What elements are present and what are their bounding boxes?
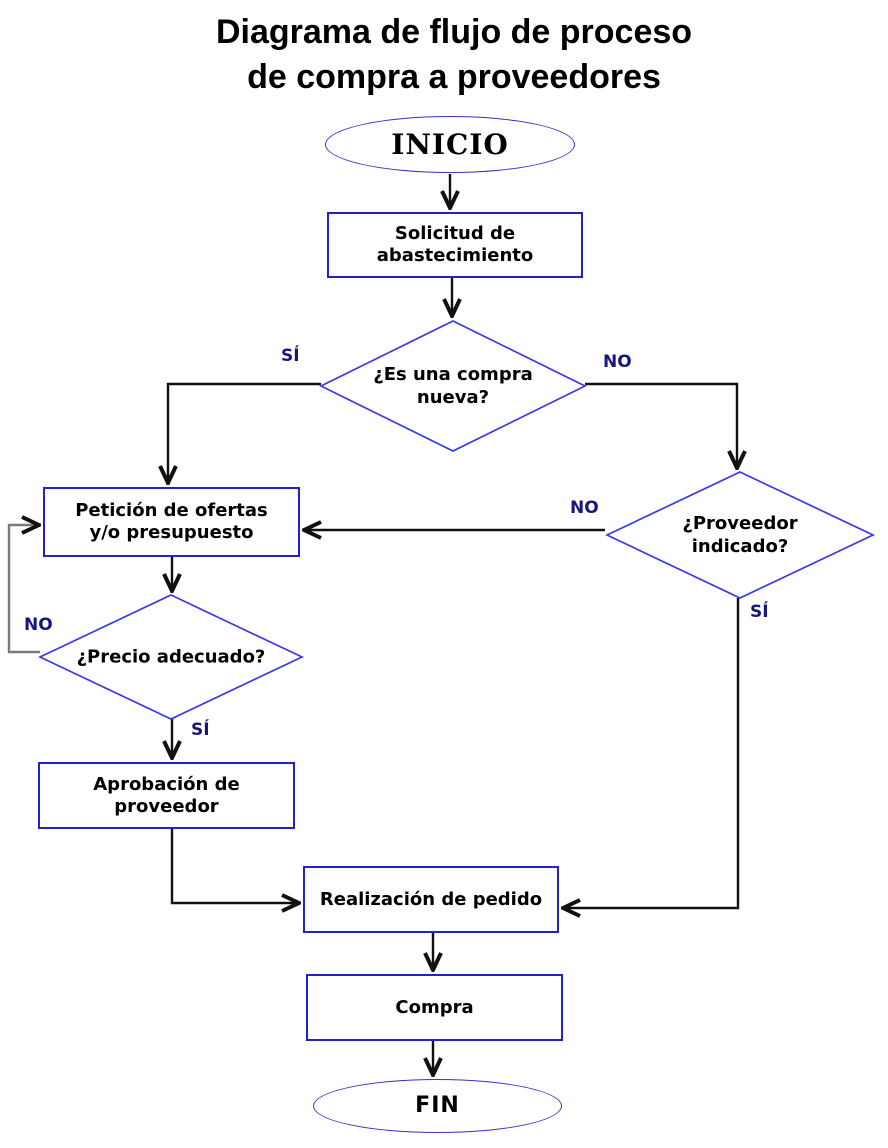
edge-proveedor-si-realizacion: [563, 598, 740, 908]
branch-label-proveedor-si: SÍ: [750, 602, 769, 622]
process-realizacion-label: Realización de pedido: [319, 888, 543, 910]
decision-proveedor-indicado-shape: [605, 471, 875, 599]
process-peticion: Petición de ofertas y/o presupuesto: [43, 487, 300, 557]
branch-label-compra-nueva-si: SÍ: [281, 346, 300, 366]
decision-precio-adecuado-shape: [38, 594, 304, 720]
edge-precio-no-loop: [7, 525, 40, 654]
decision-precio-adecuado-label: ¿Precio adecuado?: [76, 646, 266, 668]
branch-label-precio-no: NO: [24, 615, 53, 635]
page-title-line1: Diagrama de flujo de proceso: [215, 13, 693, 51]
decision-compra-nueva-shape: [319, 320, 587, 452]
terminator-fin-label: FIN: [415, 1093, 460, 1118]
branch-label-proveedor-no: NO: [570, 498, 599, 518]
page-title: Diagrama de flujo de proceso de compra a…: [10, 10, 888, 100]
branch-label-precio-si: SÍ: [191, 720, 210, 740]
process-aprobacion: Aprobación de proveedor: [38, 762, 295, 829]
process-compra: Compra: [306, 974, 563, 1041]
decision-proveedor-indicado-label: ¿Proveedor indicado?: [682, 513, 798, 557]
page-title-line2: de compra a proveedores: [247, 58, 661, 96]
process-compra-label: Compra: [395, 996, 474, 1018]
process-solicitud-label: Solicitud de abastecimiento: [376, 223, 534, 266]
branch-label-compra-nueva-no: NO: [603, 352, 632, 372]
terminator-inicio: INICIO: [325, 116, 575, 173]
decision-compra-nueva-label: ¿Es una compra nueva?: [373, 364, 533, 408]
edge-no-proveedor: [585, 382, 737, 468]
terminator-fin: FIN: [313, 1079, 562, 1133]
process-realizacion: Realización de pedido: [303, 866, 559, 933]
edge-si-peticion: [168, 382, 321, 483]
process-aprobacion-label: Aprobación de proveedor: [93, 773, 240, 817]
process-peticion-label: Petición de ofertas y/o presupuesto: [75, 500, 268, 543]
process-solicitud: Solicitud de abastecimiento: [327, 212, 583, 278]
terminator-inicio-label: INICIO: [391, 127, 509, 161]
edge-aprobacion-realizacion: [170, 829, 299, 903]
